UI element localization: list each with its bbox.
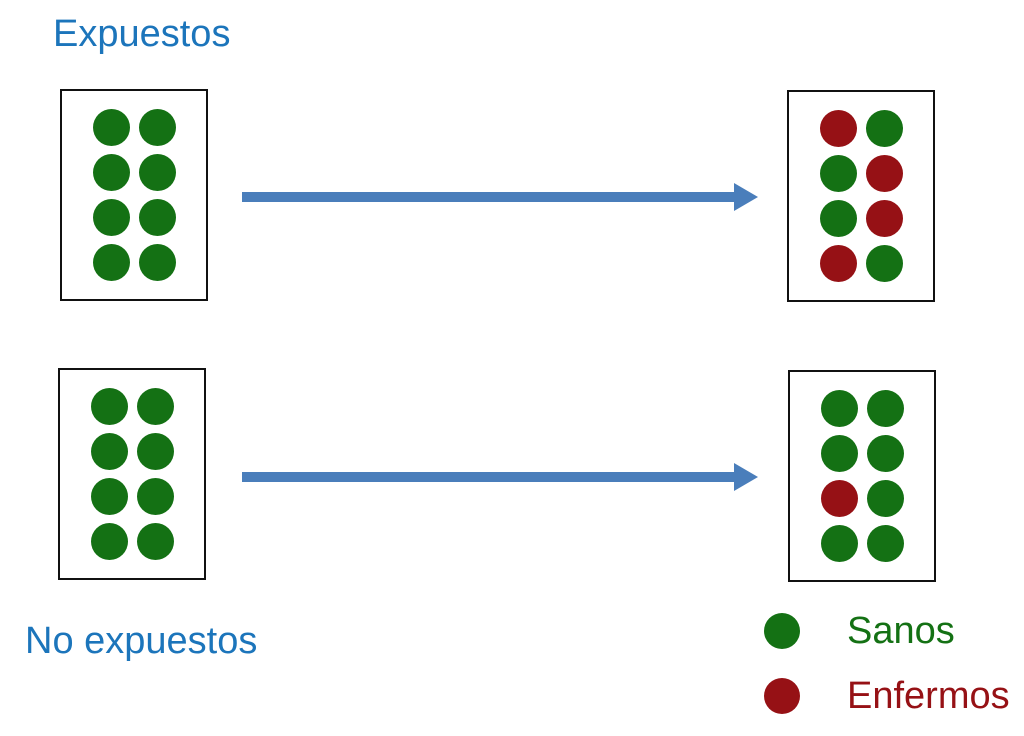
- healthy-dot-icon: [764, 613, 800, 649]
- person-dot-sano: [820, 390, 858, 427]
- unexposed-followup-arrow: [242, 463, 758, 491]
- person-dot-sano: [92, 199, 130, 236]
- person-dot-sano: [819, 155, 857, 192]
- person-dot-sano: [866, 390, 904, 427]
- exposed-group-label: Expuestos: [53, 13, 231, 55]
- exposed-followup-arrow: [242, 183, 758, 211]
- person-dot-sano: [865, 110, 903, 147]
- person-dot-sano: [90, 478, 128, 515]
- person-dot-sano: [138, 199, 176, 236]
- exposed-outcome-box: [787, 90, 935, 302]
- exposed-outcome-dots: [819, 110, 903, 282]
- person-dot-sano: [138, 109, 176, 146]
- person-dot-enfermo: [865, 200, 903, 237]
- arrow-line: [242, 192, 736, 202]
- person-dot-enfermo: [819, 245, 857, 282]
- exposed-baseline-dots: [92, 109, 176, 281]
- person-dot-enfermo: [865, 155, 903, 192]
- unexposed-group-label: No expuestos: [25, 620, 258, 662]
- legend-item-enfermos: Enfermos: [764, 677, 1010, 715]
- person-dot-sano: [92, 244, 130, 281]
- person-dot-enfermo: [820, 480, 858, 517]
- sick-dot-icon: [764, 678, 800, 714]
- person-dot-sano: [865, 245, 903, 282]
- person-dot-sano: [90, 523, 128, 560]
- unexposed-outcome-box: [788, 370, 936, 582]
- person-dot-sano: [819, 200, 857, 237]
- exposed-baseline-box: [60, 89, 208, 301]
- person-dot-sano: [90, 388, 128, 425]
- person-dot-sano: [92, 109, 130, 146]
- person-dot-sano: [136, 478, 174, 515]
- person-dot-sano: [136, 433, 174, 470]
- person-dot-sano: [866, 435, 904, 472]
- arrow-line: [242, 472, 736, 482]
- unexposed-baseline-dots: [90, 388, 174, 560]
- person-dot-enfermo: [819, 110, 857, 147]
- arrow-head-icon: [734, 463, 758, 491]
- person-dot-sano: [866, 480, 904, 517]
- person-dot-sano: [136, 523, 174, 560]
- unexposed-baseline-box: [58, 368, 206, 580]
- person-dot-sano: [820, 435, 858, 472]
- person-dot-sano: [866, 525, 904, 562]
- person-dot-sano: [90, 433, 128, 470]
- person-dot-sano: [136, 388, 174, 425]
- person-dot-sano: [92, 154, 130, 191]
- person-dot-sano: [820, 525, 858, 562]
- legend-item-sanos: Sanos: [764, 612, 955, 650]
- unexposed-outcome-dots: [820, 390, 904, 562]
- legend-label-enfermos: Enfermos: [847, 675, 1010, 717]
- person-dot-sano: [138, 244, 176, 281]
- arrow-head-icon: [734, 183, 758, 211]
- legend-label-sanos: Sanos: [847, 610, 955, 652]
- person-dot-sano: [138, 154, 176, 191]
